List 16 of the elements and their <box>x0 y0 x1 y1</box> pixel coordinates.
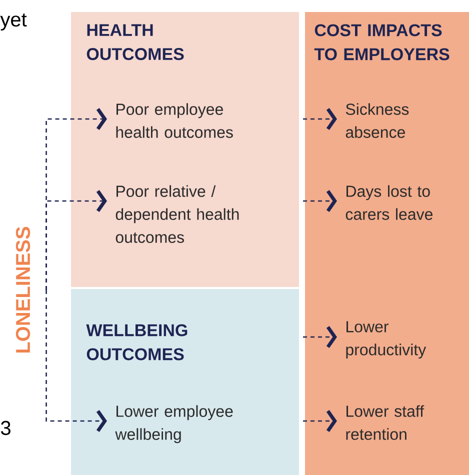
outcome-text: Lower employee wellbeing <box>115 405 233 444</box>
arrow <box>303 326 337 348</box>
arrow <box>303 190 337 212</box>
arrow <box>46 290 107 432</box>
arrow <box>46 190 107 290</box>
outcome-text: Lower productivity <box>346 321 426 359</box>
arrow <box>303 108 337 130</box>
page-text: yet <box>0 13 27 31</box>
outcome-text: Poor employee health outcomes <box>116 103 233 138</box>
side-label: LONELINESS <box>16 226 30 353</box>
outcome-text: Sickness absence <box>346 103 409 138</box>
page-text: 3 <box>0 420 10 436</box>
outcome-text: Poor relative / dependent health outcomes <box>116 185 239 243</box>
outcome-text: Lower staff retention <box>346 405 424 440</box>
arrow <box>303 410 337 432</box>
outcome-text: Days lost to carers leave <box>346 185 432 220</box>
